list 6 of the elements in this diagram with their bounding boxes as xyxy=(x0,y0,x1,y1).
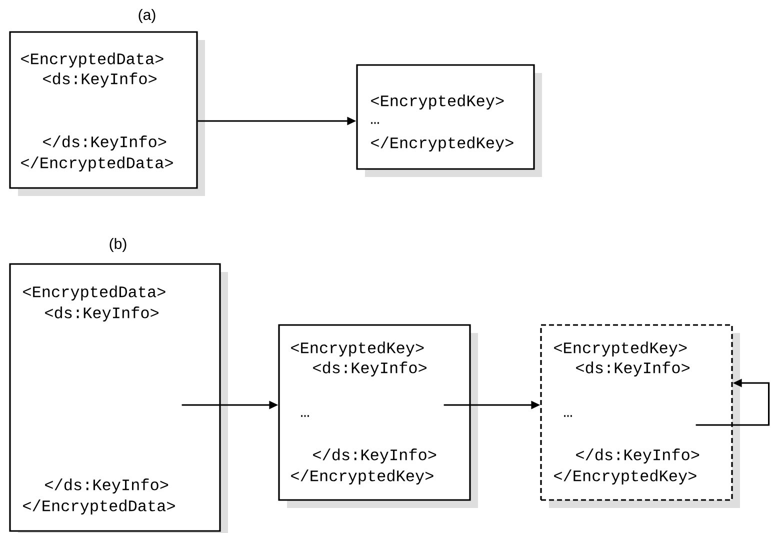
code-box: <EncryptedKey> <ds:KeyInfo> … </ds:KeyInfo> </EncryptedKey> xyxy=(278,324,478,508)
panel-label: (b) xyxy=(110,238,126,252)
code-box: <EncryptedData> <ds:KeyInfo> </ds:KeyInfo> </EncryptedData> xyxy=(9,31,205,196)
code-box: <EncryptedKey> <ds:KeyInfo> … </ds:KeyInfo> </EncryptedKey> xyxy=(540,324,740,508)
code-box: <EncryptedData> <ds:KeyInfo> </ds:KeyInfo> </EncryptedData> xyxy=(9,263,228,533)
code-box: <EncryptedKey> … </EncryptedKey> xyxy=(356,64,542,177)
